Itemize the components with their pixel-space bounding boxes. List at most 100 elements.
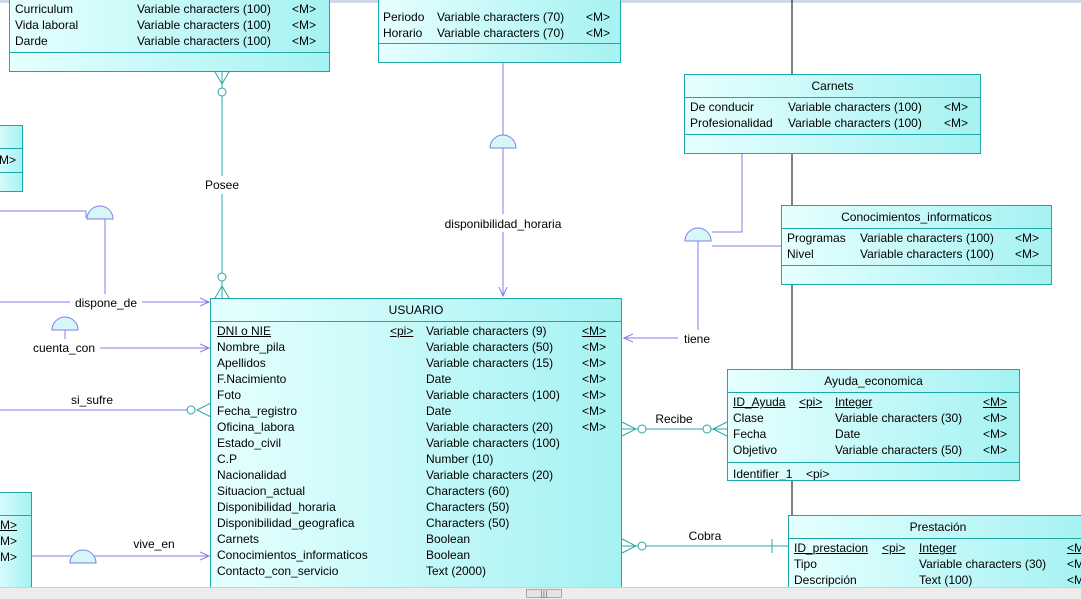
- entity-prestacion[interactable]: Prestación ID_prestacion <pi> Integer <M…: [788, 515, 1081, 595]
- attr-pi: <pi>: [390, 324, 414, 338]
- attribute-row: Situacion_actual Characters (60): [211, 483, 621, 499]
- attr-mandatory: <M>: [983, 395, 1008, 409]
- attr-type: Text (2000): [426, 564, 487, 578]
- entity-usuario[interactable]: USUARIO DNI o NIE <pi> Variable characte…: [210, 298, 622, 590]
- attr-mandatory: <M>: [292, 18, 317, 32]
- attribute-row: Conocimientos_informaticos Boolean: [211, 547, 621, 563]
- label-si-sufre: si_sufre: [71, 393, 113, 407]
- attribute-row: ID_Ayuda <pi> Integer <M>: [728, 394, 1019, 410]
- attr-name: ID_Ayuda: [733, 395, 786, 409]
- attr-type: Integer: [835, 395, 873, 409]
- entity-left-bottom[interactable]: <M> <M> <M>: [0, 492, 32, 592]
- optional-circle-right: [702, 424, 712, 434]
- attr-type: Boolean: [426, 532, 471, 546]
- inheritance-half-circle: [684, 227, 712, 242]
- optional-circle-left: [637, 424, 647, 434]
- label-tiene: tiene: [684, 332, 710, 346]
- label-disponibilidad-horaria: disponibilidad_horaria: [445, 217, 562, 231]
- relationship-vive-en[interactable]: vive_en: [32, 537, 209, 564]
- attr-type: Variable characters (20): [426, 468, 554, 482]
- attr-type: Variable characters (30): [919, 557, 1047, 571]
- relationship-tiene[interactable]: tiene: [624, 153, 781, 347]
- optional-circle: [186, 405, 196, 415]
- crowfoot: [195, 402, 212, 418]
- attr-type: Variable characters (50): [426, 340, 554, 354]
- entity-left-mid[interactable]: <M>: [0, 125, 23, 192]
- attr-name: Nombre_pila: [217, 340, 286, 354]
- entity-conocimientos-informaticos[interactable]: Conocimientos_informaticos Programas Var…: [781, 205, 1052, 285]
- attr-type: Number (10): [426, 452, 494, 466]
- attribute-row: Periodo Variable characters (70) <M>: [379, 9, 620, 25]
- attr-type: Date: [835, 427, 861, 441]
- identifier-pi: <pi>: [806, 467, 830, 481]
- entity-title: USUARIO: [211, 299, 621, 322]
- attribute-row: Profesionalidad Variable characters (100…: [685, 115, 980, 131]
- attribute-row: DNI o NIE <pi> Variable characters (9) <…: [211, 323, 621, 339]
- attr-mandatory: <M>: [586, 10, 611, 24]
- attr-type: Variable characters (100): [137, 34, 271, 48]
- attr-type: Characters (50): [426, 516, 510, 530]
- attr-type: Boolean: [426, 548, 471, 562]
- attr-mandatory: <M>: [582, 420, 607, 434]
- relationship-si-sufre[interactable]: si_sufre: [0, 393, 212, 418]
- attr-name: Tipo: [794, 557, 817, 571]
- optional-circle-bottom: [217, 272, 227, 282]
- attribute-row: Nacionalidad Variable characters (20): [211, 467, 621, 483]
- attr-mandatory: <M>: [582, 324, 607, 338]
- entity-title: Prestación: [789, 516, 1081, 539]
- entity-title: Conocimientos_informaticos: [782, 206, 1051, 229]
- attr-name: Periodo: [383, 10, 425, 24]
- attribute-row: Disponibilidad_horaria Characters (50): [211, 499, 621, 515]
- attr-mandatory: <M>: [582, 388, 607, 402]
- inheritance-half-circle: [69, 549, 97, 564]
- attribute-row: ID_prestacion <pi> Integer <M: [789, 540, 1081, 556]
- attr-name: ID_prestacion: [794, 541, 869, 555]
- attr-type: Variable characters (100): [426, 436, 560, 450]
- attr-type: Characters (50): [426, 500, 510, 514]
- relationship-posee[interactable]: Posee: [198, 71, 246, 299]
- attribute-row: Contacto_con_servicio Text (2000): [211, 563, 621, 579]
- attr-pi: <pi>: [799, 395, 823, 409]
- attr-mandatory: <M>: [0, 518, 18, 532]
- attr-type: Variable characters (100): [137, 2, 271, 16]
- entity-carnets[interactable]: Carnets De conducir Variable characters …: [684, 74, 981, 154]
- attribute-row: Programas Variable characters (100) <M>: [782, 230, 1051, 246]
- relationship-cobra[interactable]: Cobra: [621, 529, 789, 554]
- attr-name: F.Nacimiento: [217, 372, 287, 386]
- attr-type: Date: [426, 404, 452, 418]
- attr-mandatory: <M>: [983, 443, 1008, 457]
- relationship-recibe[interactable]: Recibe: [621, 412, 728, 437]
- attr-name: Profesionalidad: [690, 116, 773, 130]
- attr-name: Conocimientos_informaticos: [217, 548, 368, 562]
- attr-name: Apellidos: [217, 356, 266, 370]
- entity-ayuda-economica[interactable]: Ayuda_economica ID_Ayuda <pi> Integer <M…: [727, 369, 1020, 481]
- attr-name: Horario: [383, 26, 423, 40]
- attribute-row: Vida laboral Variable characters (100) <…: [10, 17, 329, 33]
- attr-mandatory: <M>: [944, 116, 969, 130]
- relationship-cuenta-con[interactable]: cuenta_con: [28, 316, 209, 356]
- horizontal-scrollbar[interactable]: |||: [0, 587, 1081, 599]
- attr-type: Integer: [919, 541, 957, 555]
- inheritance-half-circle: [86, 205, 114, 220]
- relationship-disponibilidad-horaria[interactable]: disponibilidad_horaria: [438, 62, 568, 296]
- attr-name: Contacto_con_servicio: [217, 564, 339, 578]
- attr-type: Date: [426, 372, 452, 386]
- entity-top-mid[interactable]: Periodo Variable characters (70) <M> Hor…: [378, 0, 621, 63]
- attr-mandatory: <M>: [292, 2, 317, 16]
- attr-name: Oficina_labora: [217, 420, 295, 434]
- attr-mandatory: <M: [1067, 557, 1081, 571]
- attr-type: Variable characters (100): [788, 116, 922, 130]
- attr-name: C.P: [217, 452, 238, 466]
- attr-name: Objetivo: [733, 443, 778, 457]
- attr-mandatory: <M>: [582, 340, 607, 354]
- relationship-dispone-de[interactable]: dispone_de: [0, 205, 209, 311]
- attr-mandatory: <M>: [1015, 231, 1040, 245]
- attribute-row: De conducir Variable characters (100) <M…: [685, 99, 980, 115]
- attr-mandatory: <M: [1067, 541, 1081, 555]
- attr-name: Vida laboral: [15, 18, 79, 32]
- scrollbar-thumb[interactable]: |||: [526, 589, 562, 598]
- identifier-row: Identifier_1 <pi>: [728, 466, 1019, 481]
- attr-type: Variable characters (30): [835, 411, 963, 425]
- entity-top-left[interactable]: Curriculum Variable characters (100) <M>…: [9, 0, 330, 72]
